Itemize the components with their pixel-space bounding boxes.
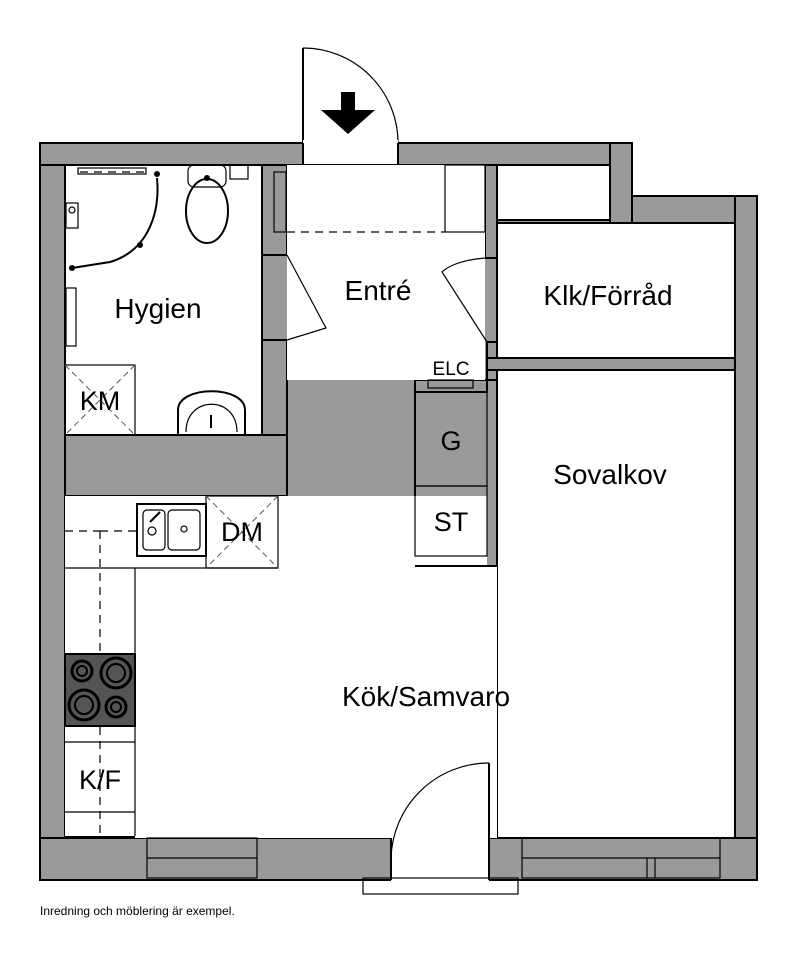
washbasin bbox=[177, 390, 246, 435]
fridge-freezer-cabinet bbox=[414, 391, 488, 557]
fixture-label-st: ST bbox=[434, 507, 469, 537]
dishwasher bbox=[205, 495, 279, 569]
shower bbox=[69, 167, 160, 271]
wall-left bbox=[39, 142, 66, 881]
wall-right-top bbox=[609, 142, 633, 224]
wall-elc-niche bbox=[414, 379, 488, 393]
wall-hygien-bottom bbox=[64, 434, 288, 497]
wall-top-right bbox=[397, 142, 633, 166]
toilet bbox=[185, 164, 249, 244]
room-sovalkov-area bbox=[496, 369, 736, 839]
entrance-arrow-icon bbox=[321, 92, 375, 134]
fixture-label-elc: ELC bbox=[433, 359, 470, 380]
balcony-door[interactable] bbox=[362, 762, 519, 895]
room-label-klk-forrad: Klk/Förråd bbox=[543, 280, 672, 311]
hygien-door-frame bbox=[273, 171, 287, 233]
room-entre-area bbox=[287, 165, 485, 380]
room-label-sovalkov: Sovalkov bbox=[553, 459, 667, 490]
wall-right bbox=[734, 195, 758, 881]
room-label-entre: Entré bbox=[345, 275, 412, 306]
hygien-door[interactable] bbox=[286, 254, 327, 341]
fixture-label-km: KM bbox=[80, 386, 121, 416]
window-bottom-right bbox=[521, 837, 721, 879]
wall-klk-bottom bbox=[486, 357, 736, 371]
wall-entre-klk bbox=[484, 164, 498, 259]
room-label-kok-samvaro: Kök/Samvaro bbox=[342, 681, 510, 712]
room-klk-area bbox=[496, 222, 736, 359]
fixture-label-dm: DM bbox=[221, 517, 263, 547]
entrance-door[interactable] bbox=[302, 47, 399, 165]
disclaimer: Inredning och möblering är exempel. bbox=[40, 904, 235, 918]
klk-door[interactable] bbox=[441, 257, 488, 343]
fixture-label-g: G bbox=[440, 426, 461, 456]
room-hygien-area bbox=[64, 164, 263, 436]
radiator bbox=[65, 287, 77, 347]
entry-cabinet bbox=[444, 164, 486, 233]
shower-tap-icon bbox=[65, 202, 79, 229]
room-closet-area bbox=[496, 164, 611, 221]
stove-hob bbox=[64, 653, 136, 727]
room-kitchen-area-2 bbox=[415, 566, 497, 838]
room-label-hygien: Hygien bbox=[114, 293, 201, 324]
wall-top-left bbox=[39, 142, 304, 166]
fixture-label-kf: K/F bbox=[79, 765, 121, 795]
window-bottom-left bbox=[146, 837, 258, 879]
km-washing-machine bbox=[64, 364, 136, 436]
elc-panel bbox=[427, 379, 474, 389]
